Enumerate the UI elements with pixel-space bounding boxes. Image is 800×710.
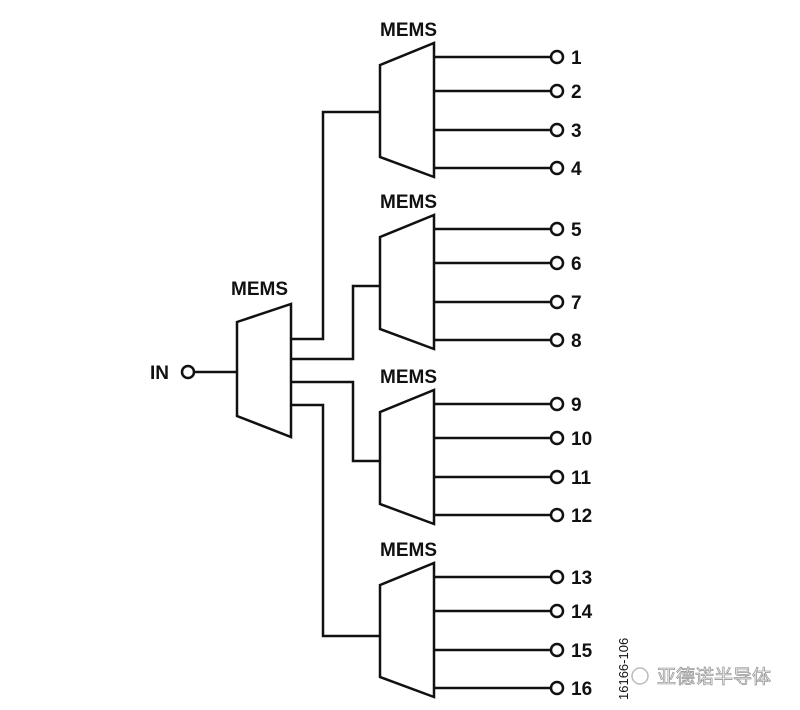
output-label: 16 [571, 679, 592, 700]
output-label: 12 [571, 506, 592, 527]
figure-code: 16166-106 [616, 638, 631, 700]
output-terminal [549, 83, 565, 99]
wechat-icon [631, 667, 649, 685]
output-terminal [549, 569, 565, 585]
main-mems-mux: MEMS [231, 110, 380, 638]
output-terminal [549, 221, 565, 237]
output-label: 5 [571, 220, 582, 241]
output-label: 3 [571, 121, 582, 142]
mux-body [378, 41, 436, 179]
sub-mems-mux-3: MEMS 9 10 11 12 [378, 367, 592, 527]
output-terminal [549, 507, 565, 523]
output-label: 10 [571, 429, 592, 450]
output-terminal [549, 122, 565, 138]
mux-body [378, 213, 436, 351]
output-label: 15 [571, 641, 593, 662]
output-label: 11 [571, 468, 592, 489]
output-terminal [549, 332, 565, 348]
output-terminal [549, 396, 565, 412]
sub-mux-label: MEMS [380, 20, 437, 41]
output-terminal [549, 294, 565, 310]
watermark-text: 亚德诺半导体 [657, 666, 771, 688]
output-label: 4 [571, 159, 582, 180]
output-terminal [549, 680, 565, 696]
main-mux-label: MEMS [231, 279, 288, 300]
output-label: 9 [571, 395, 582, 416]
sub-mems-mux-1: MEMS 1 2 3 4 [378, 20, 582, 180]
output-label: 1 [571, 48, 582, 69]
output-terminal [549, 469, 565, 485]
watermark: 亚德诺半导体 [631, 666, 771, 688]
output-label: 14 [571, 602, 593, 623]
output-terminal [549, 49, 565, 65]
output-terminal [549, 603, 565, 619]
mux-body [378, 561, 436, 699]
input-terminal: IN [150, 363, 237, 384]
sub-mems-mux-4: MEMS 13 14 15 16 [378, 540, 593, 700]
output-terminal [549, 255, 565, 271]
input-label: IN [150, 363, 169, 384]
output-terminal [549, 430, 565, 446]
sub-mux-label: MEMS [380, 540, 437, 561]
output-label: 8 [571, 331, 582, 352]
output-label: 7 [571, 293, 582, 314]
output-label: 6 [571, 254, 582, 275]
output-label: 2 [571, 82, 582, 103]
output-label: 13 [571, 568, 592, 589]
mux-body [378, 388, 436, 526]
sub-mux-label: MEMS [380, 192, 437, 213]
output-terminal [549, 160, 565, 176]
sub-mems-mux-2: MEMS 5 6 7 8 [378, 192, 582, 352]
output-terminal [549, 642, 565, 658]
sub-mux-label: MEMS [380, 367, 437, 388]
